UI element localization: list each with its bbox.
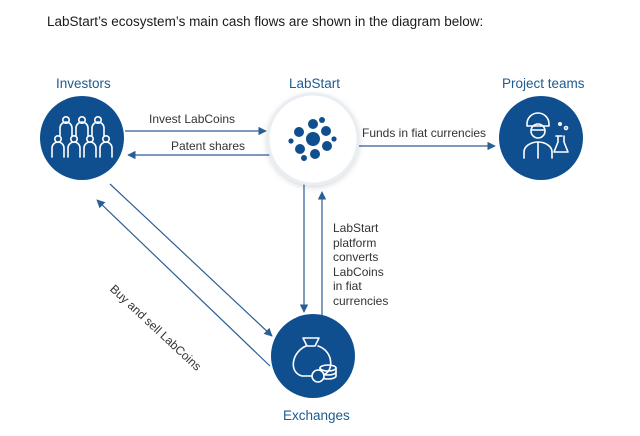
- edge-label-funds: Funds in fiat currencies: [362, 126, 487, 140]
- convert-line: LabStart: [333, 221, 379, 235]
- convert-line: currencies: [333, 293, 389, 308]
- exchanges-label: Exchanges: [283, 408, 350, 423]
- labstart-logo-icon: [288, 117, 337, 161]
- investors-node: [40, 96, 124, 180]
- project-teams-label: Project teams: [502, 76, 585, 91]
- convert-line: LabCoins: [333, 264, 384, 279]
- convert-line: converts: [333, 250, 379, 264]
- edge-label-convert: LabStart platform converts LabCoins in f…: [333, 221, 388, 308]
- labstart-label: LabStart: [289, 76, 341, 91]
- diagram-caption: LabStart’s ecosystem’s main cash flows a…: [47, 14, 484, 29]
- people-group-icon: [51, 116, 113, 158]
- convert-line: in fiat: [333, 279, 362, 293]
- edge-label-patent: Patent shares: [171, 139, 246, 153]
- arrow-investors-to-exchanges: [109, 183, 273, 337]
- labstart-node: [266, 92, 360, 186]
- exchanges-node: [271, 314, 355, 398]
- investors-label: Investors: [56, 76, 111, 91]
- money-bag-coins-icon: [292, 337, 337, 383]
- edge-label-invest: Invest LabCoins: [149, 112, 236, 126]
- project-teams-node: [499, 96, 583, 180]
- convert-line: platform: [333, 235, 377, 250]
- arrow-exchanges-to-investors: [96, 199, 271, 367]
- scientist-icon: [523, 112, 569, 159]
